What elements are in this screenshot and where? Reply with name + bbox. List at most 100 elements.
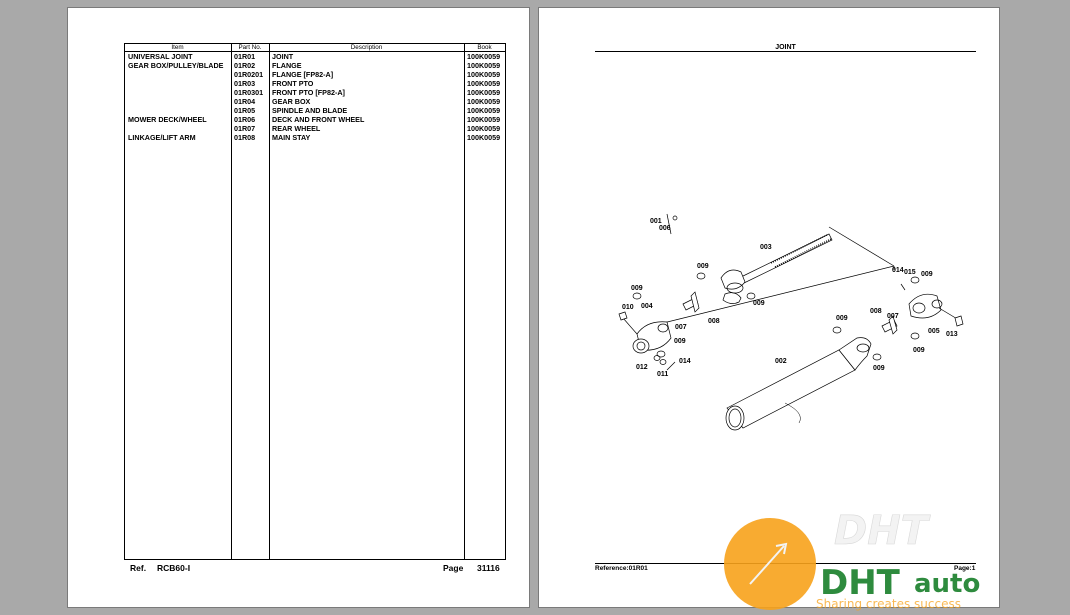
cell-book: 100K0059	[467, 133, 501, 142]
callout-006: 006	[659, 225, 671, 232]
washer-009	[910, 276, 920, 284]
table-row[interactable]: 01R0301 FRONT PTO [FP82-A] 100K0059	[124, 88, 506, 97]
cell-book: 100K0059	[467, 61, 501, 70]
left-page-footer: Ref. RCB60-I Page 31116	[126, 563, 506, 577]
col-divider-book	[464, 43, 465, 560]
cell-item: UNIVERSAL JOINT	[128, 52, 193, 61]
table-row[interactable]: MOWER DECK/WHEEL 01R06 DECK AND FRONT WH…	[124, 115, 506, 124]
page-title: JOINT	[775, 44, 796, 51]
guide-line	[828, 226, 895, 267]
table-row[interactable]: GEAR BOX/PULLEY/BLADE 01R02 FLANGE 100K0…	[124, 61, 506, 70]
col-divider-left	[124, 43, 125, 560]
right-page: JOINT	[538, 7, 1000, 608]
callout-002: 002	[775, 358, 787, 365]
washer-009	[910, 332, 920, 340]
callout-013: 013	[946, 331, 958, 338]
washer-009	[632, 292, 642, 300]
cell-description: FLANGE	[272, 61, 302, 70]
column-header-book: Book	[477, 44, 492, 51]
cell-book: 100K0059	[467, 52, 501, 61]
callout-009: 009	[697, 263, 709, 270]
table-row[interactable]: 01R05 SPINDLE AND BLADE 100K0059	[124, 106, 506, 115]
callout-005: 005	[928, 328, 940, 335]
left-page: Item Part No. Description Book UNIVERSAL…	[67, 7, 530, 608]
washer-012	[659, 359, 667, 365]
table-row[interactable]: UNIVERSAL JOINT 01R01 JOINT 100K0059	[124, 52, 506, 61]
col-divider-desc	[269, 43, 270, 560]
table-header-rule	[124, 51, 506, 52]
cell-description: FRONT PTO	[272, 79, 314, 88]
title-rule	[595, 51, 976, 52]
col-divider-part	[231, 43, 232, 560]
callout-014: 014	[892, 267, 904, 274]
washer-009	[872, 353, 882, 361]
callout-007: 007	[887, 313, 899, 320]
cell-description: FRONT PTO [FP82-A]	[272, 88, 345, 97]
ref-value: RCB60-I	[157, 563, 191, 573]
cell-description: FLANGE [FP82-A]	[272, 70, 334, 79]
callout-001: 001	[650, 218, 662, 225]
footer-rule	[595, 563, 976, 564]
table-row[interactable]: 01R07 REAR WHEEL 100K0059	[124, 124, 506, 133]
cell-description: MAIN STAY	[272, 133, 311, 142]
cell-part-no: 01R04	[234, 97, 256, 106]
table-row[interactable]: 01R04 GEAR BOX 100K0059	[124, 97, 506, 106]
cell-part-no: 01R06	[234, 115, 256, 124]
pin-014	[900, 283, 906, 291]
cell-book: 100K0059	[467, 79, 501, 88]
col-divider-right	[505, 43, 506, 560]
cell-description: DECK AND FRONT WHEEL	[272, 115, 365, 124]
callout-007: 007	[675, 324, 687, 331]
cell-part-no: 01R0201	[234, 70, 264, 79]
washer-009	[696, 272, 706, 280]
callout-009: 009	[873, 365, 885, 372]
column-header-item: Item	[171, 44, 184, 51]
cell-book: 100K0059	[467, 106, 501, 115]
callout-009: 009	[674, 338, 686, 345]
washer-009	[746, 292, 756, 300]
callout-015: 015	[904, 269, 916, 276]
cross-008-right	[881, 315, 898, 335]
page-label: Page	[443, 563, 464, 573]
yoke-004	[618, 311, 672, 354]
cell-description: JOINT	[272, 52, 294, 61]
cell-part-no: 01R08	[234, 133, 256, 142]
cell-description: REAR WHEEL	[272, 124, 321, 133]
callout-011: 011	[657, 371, 668, 378]
callout-003: 003	[760, 244, 772, 251]
cell-item: MOWER DECK/WHEEL	[128, 115, 207, 124]
callout-009: 009	[836, 315, 848, 322]
callout-009: 009	[913, 347, 925, 354]
table-row[interactable]: LINKAGE/LIFT ARM 01R08 MAIN STAY 100K005…	[124, 133, 506, 142]
yoke-005	[908, 293, 964, 327]
cell-book: 100K0059	[467, 88, 501, 97]
cross-008-left	[682, 291, 700, 313]
page-number: Page:1	[954, 565, 976, 572]
table-bottom-rule	[124, 559, 506, 560]
cell-part-no: 01R07	[234, 124, 256, 133]
exploded-parts-diagram: 001 006 003 009 009 009 004 010 007 008 …	[618, 213, 964, 431]
table-row[interactable]: 01R03 FRONT PTO 100K0059	[124, 79, 506, 88]
table-row[interactable]: 01R0201 FLANGE [FP82-A] 100K0059	[124, 70, 506, 79]
callout-008: 008	[870, 308, 882, 315]
page-value: 31116	[477, 563, 500, 573]
callout-009: 009	[921, 271, 933, 278]
column-header-part-no: Part No.	[238, 44, 262, 51]
cell-part-no: 01R05	[234, 106, 256, 115]
guide-line	[650, 265, 895, 327]
shaft-002	[725, 337, 872, 431]
cell-description: SPINDLE AND BLADE	[272, 106, 348, 115]
pin-001	[666, 213, 672, 235]
pin-014	[666, 361, 676, 371]
cell-item: LINKAGE/LIFT ARM	[128, 133, 196, 142]
column-header-description: Description	[350, 44, 383, 51]
cell-item: GEAR BOX/PULLEY/BLADE	[128, 61, 224, 70]
callout-008: 008	[708, 318, 720, 325]
shaft-003	[720, 233, 833, 304]
cell-part-no: 01R0301	[234, 88, 264, 97]
cell-part-no: 01R02	[234, 61, 256, 70]
reference-label: Reference:01R01	[595, 565, 648, 572]
cell-part-no: 01R03	[234, 79, 256, 88]
washer-009	[656, 350, 666, 358]
callout-012: 012	[636, 364, 648, 371]
